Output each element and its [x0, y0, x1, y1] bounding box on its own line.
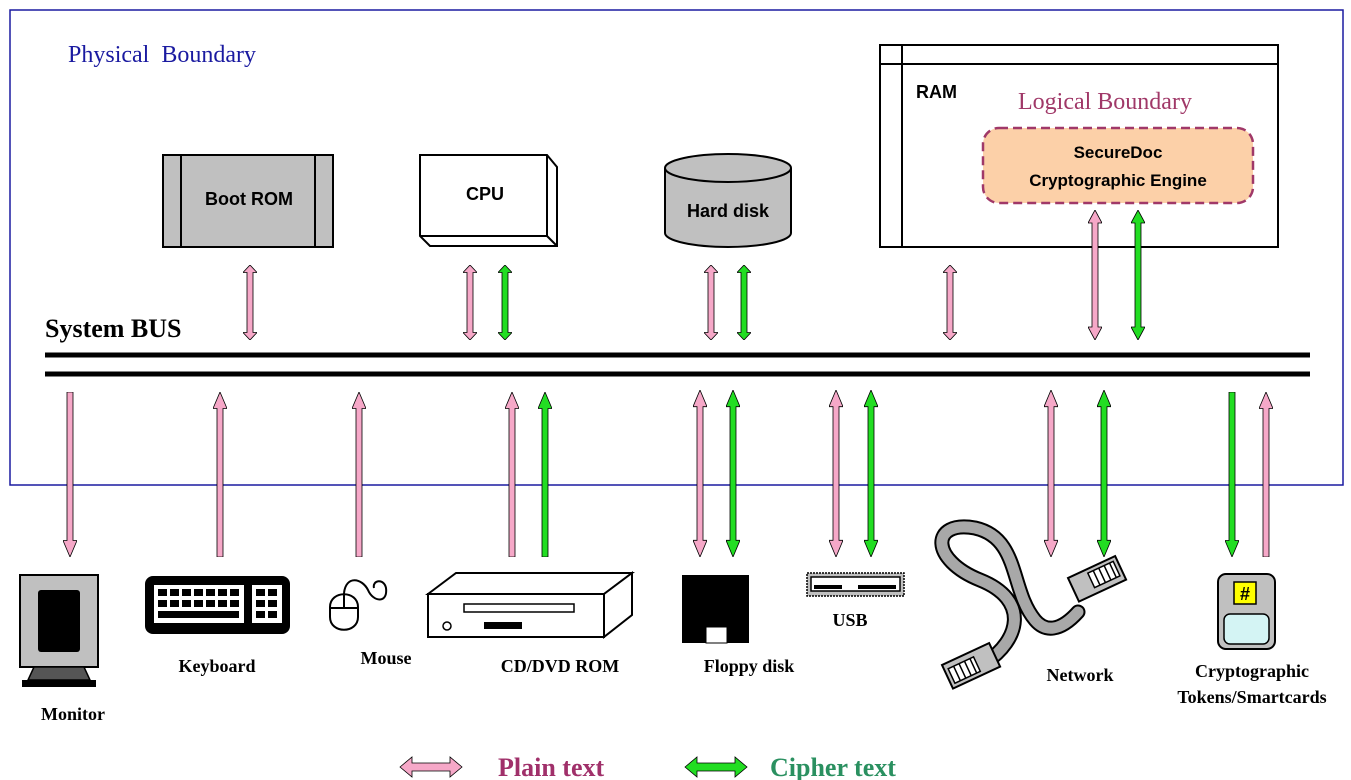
cd-dvd-label: CD/DVD ROM [501, 656, 620, 676]
boot-rom-label: Boot ROM [205, 189, 293, 209]
network-cable-icon [934, 519, 1128, 690]
legend-cipher-arrow [684, 756, 748, 778]
plain-arrow-keyboard [213, 392, 227, 557]
logical-boundary-label: Logical Boundary [1018, 89, 1192, 115]
floppy-icon [682, 575, 749, 644]
plain-arrow-mouse [352, 392, 366, 557]
usb-icon [806, 572, 905, 597]
mouse-label: Mouse [361, 648, 412, 668]
boot-rom: Boot ROM [162, 154, 334, 248]
system-bus-label: System BUS [45, 314, 182, 343]
engine-label-line2: Cryptographic Engine [1029, 171, 1207, 190]
tokens-label-line2: Tokens/Smartcards [1177, 687, 1326, 707]
plain-arrow-ram [943, 265, 957, 340]
monitor-label: Monitor [41, 704, 105, 724]
legend-plain-arrow [399, 756, 463, 778]
cipher-arrow-network [1097, 390, 1111, 557]
plain-arrow-monitor [63, 392, 77, 557]
cipher-arrow-cpu [498, 265, 512, 340]
physical-boundary-label: Physical Boundary [68, 42, 256, 68]
plain-arrow-floppy [693, 390, 707, 557]
secure-doc-engine: SecureDoc Cryptographic Engine [981, 126, 1255, 205]
cd-dvd-icon [425, 571, 635, 640]
cipher-arrow-hard-disk [737, 265, 751, 340]
plain-arrow-boot-rom [243, 265, 257, 340]
smartcard-token-icon: # [1217, 573, 1276, 650]
cpu-label: CPU [466, 184, 504, 204]
mouse-icon [329, 579, 388, 631]
keyboard-label: Keyboard [178, 656, 255, 676]
cpu: CPU [419, 154, 558, 247]
plain-arrow-cpu [463, 265, 477, 340]
cipher-arrow-cd-dvd [538, 392, 552, 557]
ram-label: RAM [916, 82, 957, 102]
engine-label-line1: SecureDoc [1074, 143, 1163, 162]
floppy-label: Floppy disk [704, 656, 795, 676]
network-label: Network [1047, 665, 1114, 685]
plain-arrow-tokens [1259, 392, 1273, 557]
plain-arrow-hard-disk [704, 265, 718, 340]
usb-label: USB [832, 610, 867, 630]
physical-boundary [9, 9, 1344, 486]
plain-arrow-usb [829, 390, 843, 557]
cipher-arrow-floppy [726, 390, 740, 557]
tokens-label-line1: Cryptographic [1195, 661, 1309, 681]
monitor-icon [19, 574, 99, 687]
hard-disk-label: Hard disk [687, 201, 770, 221]
plain-arrow-network [1044, 390, 1058, 557]
cipher-arrow-usb [864, 390, 878, 557]
token-hash-glyph: # [1240, 584, 1250, 604]
legend-plain-label: Plain text [498, 753, 604, 780]
hard-disk: Hard disk [664, 153, 792, 248]
legend-cipher-label: Cipher text [770, 753, 896, 780]
keyboard-icon [145, 576, 290, 634]
legend: Plain text Cipher text [399, 753, 896, 780]
cipher-arrow-tokens [1225, 392, 1239, 557]
plain-arrow-cd-dvd [505, 392, 519, 557]
